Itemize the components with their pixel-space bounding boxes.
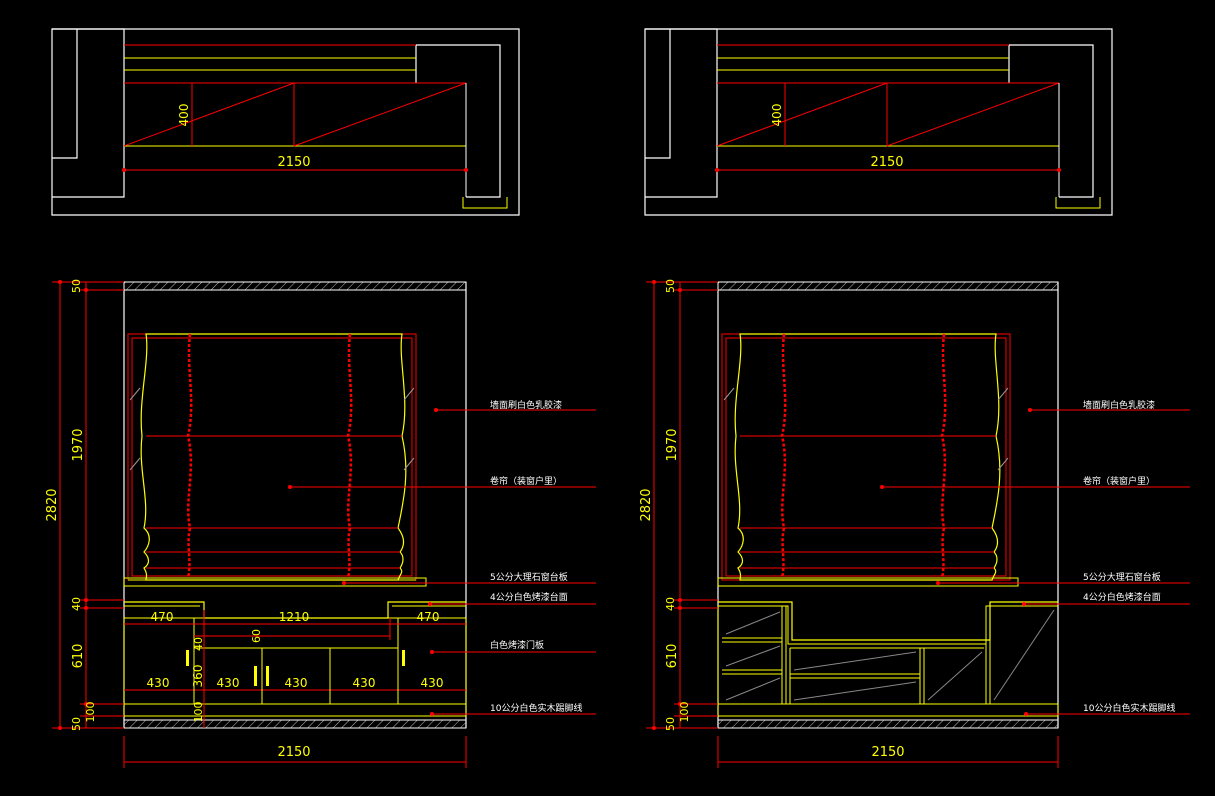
right-plan-width-dim: 2150 [870, 155, 903, 170]
right-plan-view: 400 2150 [644, 28, 1113, 216]
left-door-4: 430 [353, 676, 376, 690]
left-plan-wall-outline [51, 28, 520, 216]
left-dim-100b: 100 [192, 702, 205, 723]
left-dim-1970: 1970 [71, 428, 86, 461]
left-label-blind: 卷帘（装窗户里） [490, 475, 562, 487]
left-label-skirting: 10公分白色实木踢脚线 [490, 702, 582, 714]
left-dim-2820: 2820 [45, 488, 60, 521]
right-plan-wall-outline [644, 28, 1113, 216]
left-dim-100: 100 [84, 702, 97, 723]
left-plan-wall-left [52, 28, 125, 198]
left-label-marble: 5公分大理石窗台板 [490, 571, 568, 583]
left-plan-depth-dim: 400 [177, 104, 191, 127]
right-label-skirting: 10公分白色实木踢脚线 [1083, 702, 1175, 714]
right-dim-50-floor: 50 [664, 717, 677, 731]
left-dim-50-floor: 50 [70, 717, 83, 731]
right-dim-610: 610 [665, 644, 680, 669]
left-plan-view: 400 2150 [51, 28, 520, 216]
right-label-marble: 5公分大理石窗台板 [1083, 571, 1161, 583]
left-dim-40-sill: 40 [70, 597, 83, 611]
left-dim-60: 60 [250, 629, 263, 643]
left-door-5: 430 [421, 676, 444, 690]
right-dim-100: 100 [678, 702, 691, 723]
left-dim-2150: 2150 [277, 745, 310, 760]
left-label-door-panel: 白色烤漆门板 [490, 639, 544, 651]
left-door-3: 430 [285, 676, 308, 690]
left-plan-width-dim: 2150 [277, 155, 310, 170]
left-door-1: 430 [147, 676, 170, 690]
right-label-blind: 卷帘（装窗户里） [1083, 475, 1155, 487]
left-label-wall: 墙面刷白色乳胶漆 [490, 399, 562, 411]
left-dim-610: 610 [71, 644, 86, 669]
right-label-wall: 墙面刷白色乳胶漆 [1083, 399, 1155, 411]
right-plan-depth-dim: 400 [770, 104, 784, 127]
right-elevation-view: 2820 50 1970 40 610 100 50 2150 墙面刷白色乳胶漆… [639, 279, 1190, 768]
right-dim-40-sill: 40 [664, 597, 677, 611]
left-dim-470a: 470 [151, 610, 174, 624]
left-dim-470b: 470 [417, 610, 440, 624]
left-elevation-view: 470 1210 470 40 60 360 100 430 430 430 4… [45, 279, 596, 768]
left-dim-360: 360 [191, 665, 205, 688]
left-plan-wall-right [416, 44, 501, 198]
right-label-paint-top: 4公分白色烤漆台面 [1083, 591, 1161, 603]
right-dim-1970: 1970 [665, 428, 680, 461]
left-dim-40: 40 [192, 637, 205, 651]
left-dim-1210: 1210 [279, 610, 310, 624]
left-roman-blind [140, 333, 407, 581]
left-door-2: 430 [217, 676, 240, 690]
left-label-paint-top: 4公分白色烤漆台面 [490, 591, 568, 603]
left-dim-50-top: 50 [70, 279, 83, 293]
right-dim-2820: 2820 [639, 488, 654, 521]
right-dim-2150: 2150 [871, 745, 904, 760]
right-dim-50-top: 50 [664, 279, 677, 293]
right-roman-blind [734, 333, 1001, 581]
